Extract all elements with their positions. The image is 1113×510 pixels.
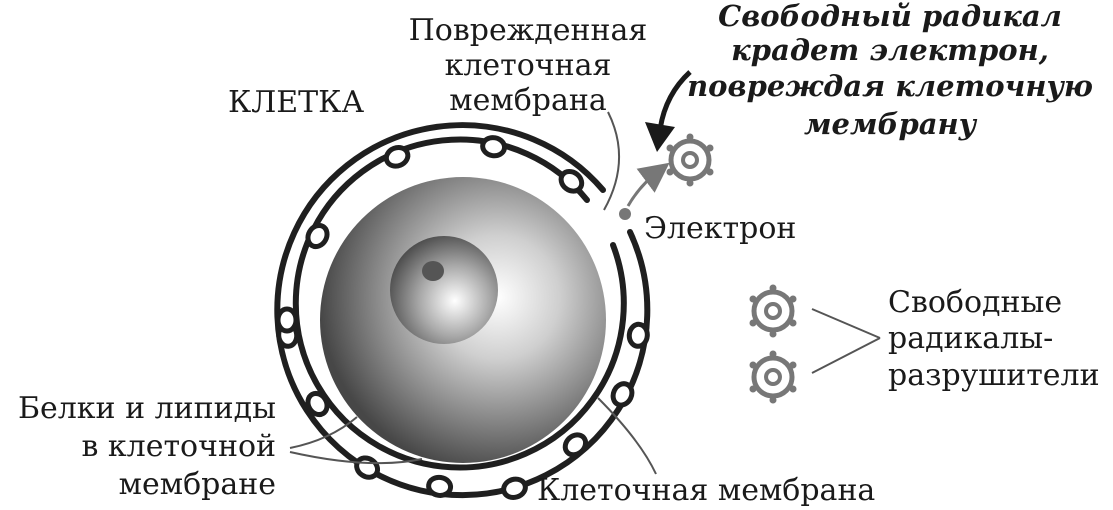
- membrane-bead: [562, 432, 589, 458]
- cell-label: КЛЕТКА: [228, 85, 364, 120]
- membrane-bead: [305, 222, 330, 250]
- membrane-proteins: [275, 135, 650, 500]
- membrane-bead: [426, 474, 454, 498]
- electron-arrow: [626, 162, 670, 207]
- membrane-bead: [501, 476, 528, 500]
- electron-label: Электрон: [644, 211, 796, 246]
- cell-membrane-leader: [597, 397, 657, 475]
- free-radical-1: [749, 284, 797, 338]
- cell-nucleus: [390, 236, 498, 344]
- membrane-bead: [305, 390, 330, 418]
- nucleolus: [422, 261, 444, 281]
- membrane-bead: [626, 321, 650, 349]
- proteins-lipids-line-3: мембране: [119, 467, 276, 502]
- membrane-bead: [610, 381, 635, 408]
- radical-caption-line-2: крадет электрон,: [731, 33, 1049, 67]
- free-radicals-line-1: Свободные: [888, 285, 1062, 320]
- membrane-bead: [383, 144, 411, 169]
- free-radicals-line-2: радикалы-: [888, 321, 1053, 356]
- radical-caption-line-3: повреждая клеточную: [687, 69, 1093, 103]
- radical-caption-line-1: Свободный радикал: [718, 0, 1062, 33]
- proteins-lipids-line-1: Белки и липиды: [18, 391, 276, 426]
- damaged-membrane-line-3: мембрана: [449, 83, 607, 118]
- electron-dot: [619, 208, 631, 220]
- membrane-bead: [480, 135, 508, 159]
- damaged-membrane-line-1: Поврежденная: [409, 13, 648, 48]
- proteins-leader: [289, 416, 423, 465]
- caption-arrow: [645, 70, 692, 152]
- free-radicals-line-3: разрушители: [888, 358, 1100, 393]
- radical-caption-line-4: мембрану: [804, 107, 978, 141]
- attacking-radical: [666, 133, 714, 187]
- proteins-lipids-line-2: в клеточной: [81, 429, 276, 464]
- free-radical-2: [749, 350, 797, 404]
- damaged-membrane-line-2: клеточная: [445, 48, 612, 83]
- free-radicals-leader: [811, 308, 881, 374]
- membrane-bead: [275, 306, 299, 334]
- membrane-bead: [558, 168, 585, 194]
- damaged-membrane-leader: [603, 111, 621, 211]
- cell-membrane-label: Клеточная мембрана: [537, 473, 875, 508]
